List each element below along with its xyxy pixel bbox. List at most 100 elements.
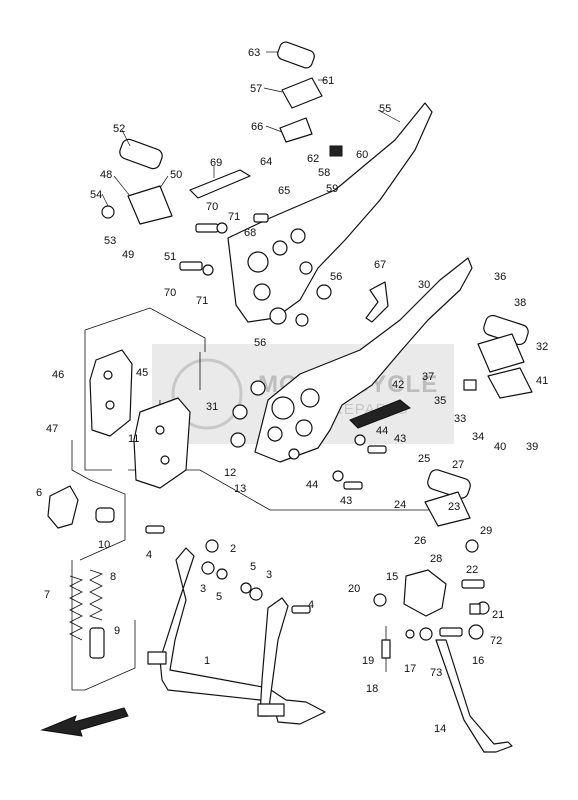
callout: 27 <box>452 459 464 471</box>
callout: 57 <box>250 83 262 95</box>
callout: 10 <box>98 539 110 551</box>
callout: 26 <box>414 535 426 547</box>
callout: 58 <box>318 167 330 179</box>
callout: 45 <box>136 367 148 379</box>
rear-footrest-upper <box>277 41 343 157</box>
callout: 49 <box>122 249 134 261</box>
callout: 69 <box>210 157 222 169</box>
callout: 34 <box>472 431 484 443</box>
callout: 4 <box>146 549 152 561</box>
callout: 48 <box>100 169 112 181</box>
callout: 20 <box>348 583 360 595</box>
bolts-cluster <box>179 213 269 276</box>
callout: 31 <box>206 401 218 413</box>
callout: 50 <box>170 169 182 181</box>
callout: 5 <box>216 591 222 603</box>
callout: 70 <box>206 201 218 213</box>
callout: 72 <box>490 635 502 647</box>
main-bracket <box>254 257 473 463</box>
callout: 1 <box>204 655 210 667</box>
callout: 43 <box>394 433 406 445</box>
callout-labels: 63 61 57 55 66 62 60 52 64 58 59 65 69 5… <box>36 47 548 735</box>
callout: 46 <box>52 369 64 381</box>
callout: 17 <box>404 663 416 675</box>
callout: 25 <box>418 453 430 465</box>
callout: 52 <box>113 123 125 135</box>
callout: 53 <box>104 235 116 247</box>
plate-45 <box>89 349 133 437</box>
callout: 73 <box>430 667 442 679</box>
callout: 16 <box>472 655 484 667</box>
plate-69 <box>189 169 251 199</box>
callout: 40 <box>494 441 506 453</box>
callout: 24 <box>394 499 406 511</box>
callout: 54 <box>90 189 102 201</box>
callout: 60 <box>356 149 368 161</box>
callout: 6 <box>36 487 42 499</box>
callout: 63 <box>248 47 260 59</box>
callout: 35 <box>434 395 446 407</box>
main-stand <box>147 547 326 725</box>
callout: 64 <box>260 156 272 168</box>
callout: 43 <box>340 495 352 507</box>
callout: 4 <box>308 599 314 611</box>
callout: 14 <box>434 723 446 735</box>
callout: 44 <box>376 425 388 437</box>
callout: 70 <box>164 287 176 299</box>
callout: 38 <box>514 297 526 309</box>
callout: 61 <box>322 75 334 87</box>
callout: 42 <box>392 379 404 391</box>
callout: 3 <box>266 569 272 581</box>
stand-hardware <box>145 525 311 614</box>
callout: 12 <box>224 467 236 479</box>
callout: 65 <box>278 185 290 197</box>
side-stand <box>373 569 513 753</box>
callout: 33 <box>454 413 466 425</box>
callout: 3 <box>200 583 206 595</box>
upper-bracket <box>227 102 433 323</box>
callout: 44 <box>306 479 318 491</box>
callout: 56 <box>330 271 342 283</box>
right-footrest <box>463 314 533 399</box>
callout: 62 <box>307 153 319 165</box>
callout: 7 <box>44 589 50 601</box>
callout: 9 <box>114 625 120 637</box>
callout: 23 <box>448 501 460 513</box>
leader-lines <box>101 51 401 207</box>
callout: 68 <box>244 227 256 239</box>
springs <box>69 569 105 659</box>
callout: 5 <box>250 561 256 573</box>
callout: 8 <box>110 571 116 583</box>
callout: 13 <box>234 483 246 495</box>
callout: 29 <box>480 525 492 537</box>
front-footrest <box>424 469 479 553</box>
callout: 59 <box>326 183 338 195</box>
direction-arrow-icon <box>40 707 129 737</box>
callout: 56 <box>254 337 266 349</box>
washers-bolts <box>332 434 387 490</box>
callout: 71 <box>228 211 240 223</box>
bushes-31 <box>230 380 266 448</box>
left-footrest <box>101 138 173 225</box>
callout: 71 <box>196 295 208 307</box>
callout: 18 <box>366 683 378 695</box>
callout: 19 <box>362 655 374 667</box>
plate-6 <box>47 485 115 529</box>
callout: 47 <box>46 423 58 435</box>
callout: 39 <box>526 441 538 453</box>
callout: 11 <box>128 433 139 445</box>
callout: 55 <box>379 103 391 115</box>
callout: 41 <box>536 375 548 387</box>
callout: 67 <box>374 259 386 271</box>
callout: 32 <box>536 341 548 353</box>
callout: 30 <box>418 279 430 291</box>
callout: 2 <box>230 543 236 555</box>
callout: 15 <box>386 571 398 583</box>
callout: 22 <box>466 564 478 576</box>
plate-11 <box>133 397 191 489</box>
plate-42 <box>349 399 411 429</box>
callout: 28 <box>430 553 442 565</box>
callout: 37 <box>422 371 434 383</box>
callout: 36 <box>494 271 506 283</box>
